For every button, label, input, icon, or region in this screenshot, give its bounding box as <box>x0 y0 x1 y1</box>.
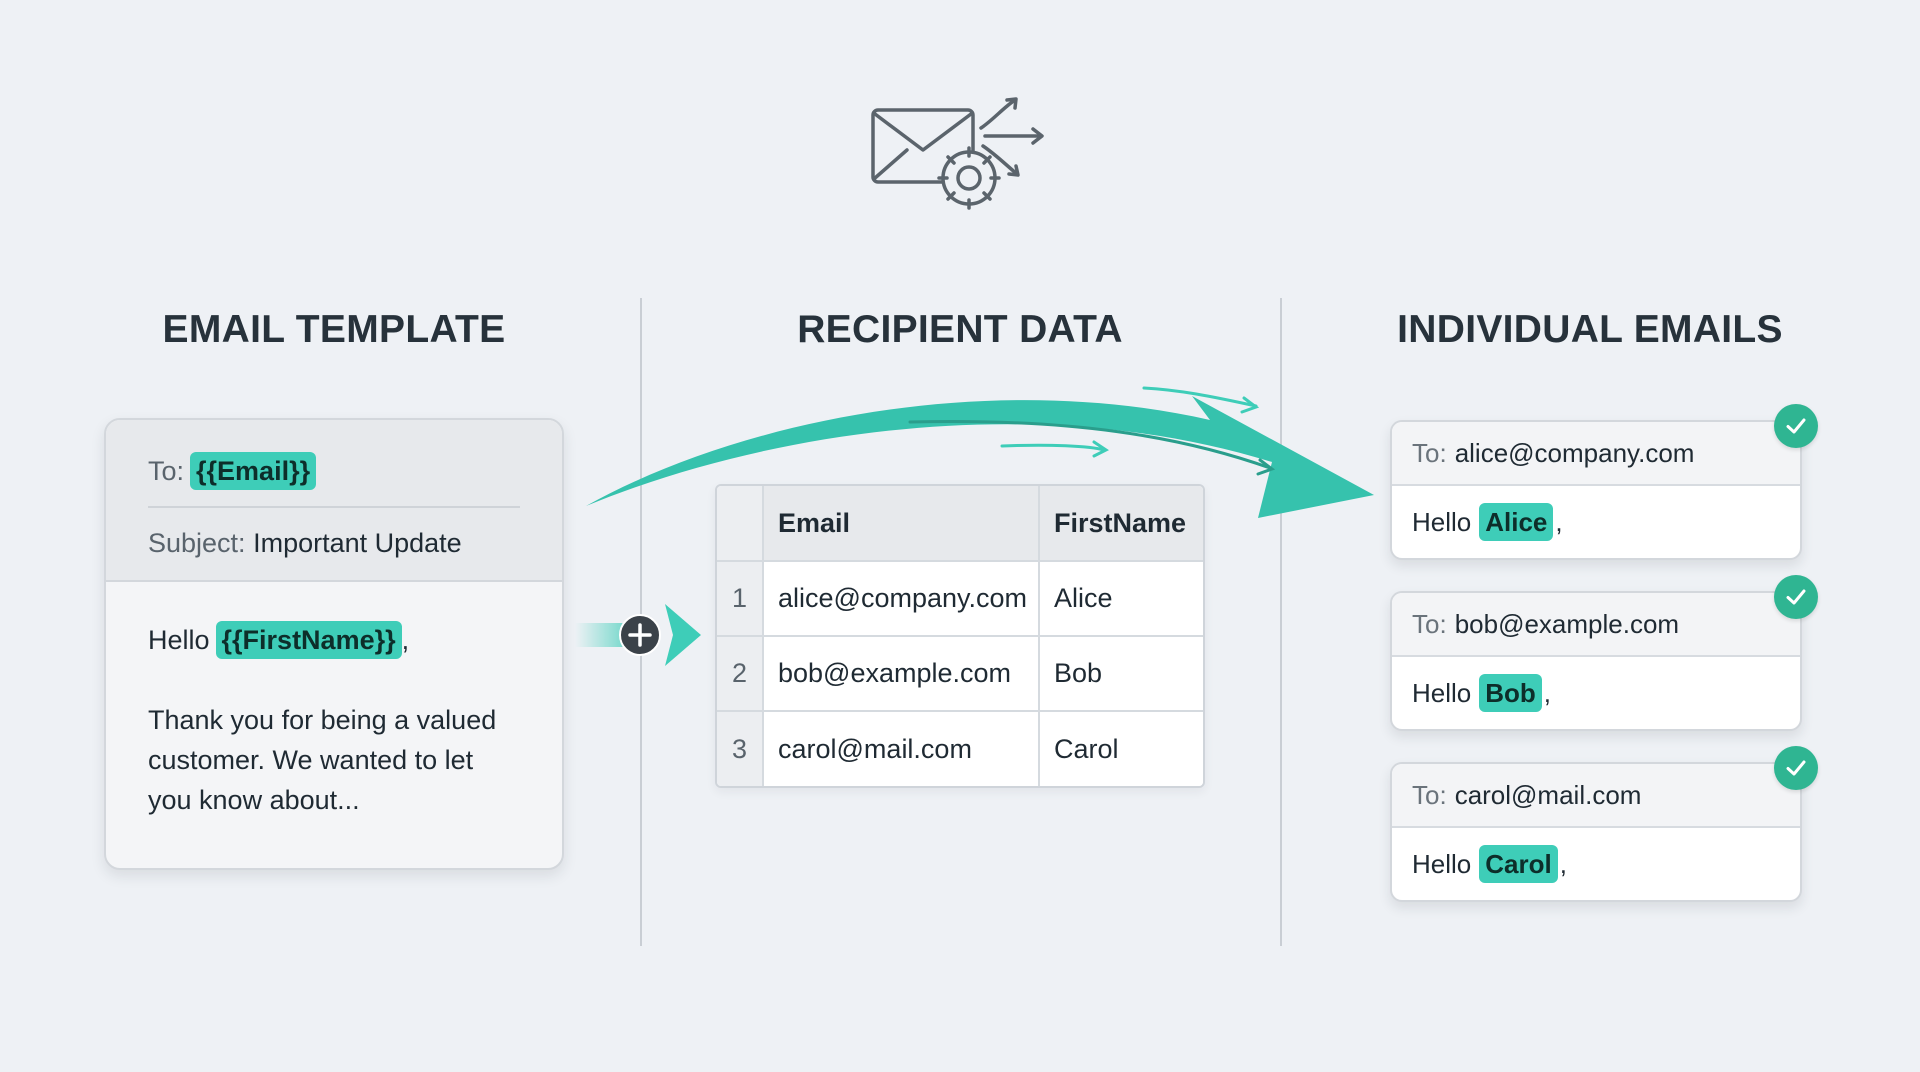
individual-emails-title: INDIVIDUAL EMAILS <box>1397 308 1783 351</box>
template-header: To: {{Email}} Subject: Important Update <box>106 420 562 582</box>
result-to-label: To: <box>1412 779 1447 810</box>
email-template-title: EMAIL TEMPLATE <box>162 308 506 351</box>
result-hello: Hello <box>1412 677 1472 708</box>
recipient-table: Email FirstName 1 alice@company.com Alic… <box>715 484 1205 788</box>
greeting-text: Hello <box>148 625 210 655</box>
individual-email-card: To: alice@company.com Hello Alice , <box>1390 404 1818 560</box>
check-icon <box>1774 404 1818 448</box>
header-rule <box>148 506 520 508</box>
result-greeting: Hello Bob , <box>1392 657 1800 729</box>
result-greeting: Hello Carol , <box>1392 828 1800 900</box>
plus-icon <box>575 604 701 666</box>
email-gear-send-icon <box>871 97 1044 210</box>
table-header-row: Email FirstName <box>717 486 1203 562</box>
email-template-card: To: {{Email}} Subject: Important Update … <box>104 418 564 870</box>
template-to-line: To: {{Email}} <box>148 452 317 490</box>
email-cell: bob@example.com <box>763 636 1040 712</box>
result-to-line: To: carol@mail.com <box>1392 764 1800 828</box>
index-header <box>717 486 764 562</box>
row-index: 3 <box>717 711 764 786</box>
result-to-label: To: <box>1412 437 1447 468</box>
table-row: 1 alice@company.com Alice <box>717 561 1203 637</box>
subject-value: Important Update <box>253 528 462 558</box>
recipient-data-title: RECIPIENT DATA <box>797 308 1123 351</box>
template-subject-line: Subject: Important Update <box>148 528 462 559</box>
result-email: alice@company.com <box>1454 437 1695 468</box>
table-row: 3 carol@mail.com Carol <box>717 711 1203 786</box>
row-index: 1 <box>717 561 764 637</box>
check-icon <box>1774 746 1818 790</box>
individual-email-card: To: bob@example.com Hello Bob , <box>1390 575 1818 731</box>
email-cell: carol@mail.com <box>763 711 1040 786</box>
result-name-tag: Carol <box>1479 845 1558 883</box>
firstname-cell: Alice <box>1039 561 1203 637</box>
firstname-merge-tag: {{FirstName}} <box>215 621 402 659</box>
result-comma: , <box>1555 506 1563 537</box>
result-name-tag: Alice <box>1479 503 1554 541</box>
firstname-cell: Bob <box>1039 636 1203 712</box>
template-greeting: Hello {{FirstName}} , <box>148 620 520 660</box>
template-body: Hello {{FirstName}} , Thank you for bein… <box>106 582 562 820</box>
result-hello: Hello <box>1412 506 1472 537</box>
result-name-tag: Bob <box>1479 674 1542 712</box>
result-greeting: Hello Alice , <box>1392 486 1800 558</box>
greeting-comma: , <box>401 625 410 655</box>
merge-sweep-arrow <box>586 386 1374 518</box>
result-to-label: To: <box>1412 608 1447 639</box>
check-icon <box>1774 575 1818 619</box>
subject-label: Subject: <box>148 528 246 558</box>
email-column-header: Email <box>763 486 1040 562</box>
result-email: carol@mail.com <box>1454 779 1642 810</box>
to-label: To: <box>148 455 185 486</box>
result-to-line: To: bob@example.com <box>1392 593 1800 657</box>
result-comma: , <box>1543 677 1552 708</box>
firstname-cell: Carol <box>1039 711 1203 786</box>
table-row: 2 bob@example.com Bob <box>717 636 1203 712</box>
row-index: 2 <box>717 636 764 712</box>
result-email: bob@example.com <box>1454 608 1680 639</box>
template-paragraph: Thank you for being a valued customer. W… <box>148 705 497 815</box>
email-merge-tag: {{Email}} <box>190 452 317 490</box>
email-cell: alice@company.com <box>763 561 1040 637</box>
result-comma: , <box>1559 848 1567 879</box>
result-to-line: To: alice@company.com <box>1392 422 1800 486</box>
column-divider <box>1280 298 1282 946</box>
firstname-column-header: FirstName <box>1039 486 1203 562</box>
individual-email-card: To: carol@mail.com Hello Carol , <box>1390 746 1818 902</box>
result-hello: Hello <box>1412 848 1472 879</box>
